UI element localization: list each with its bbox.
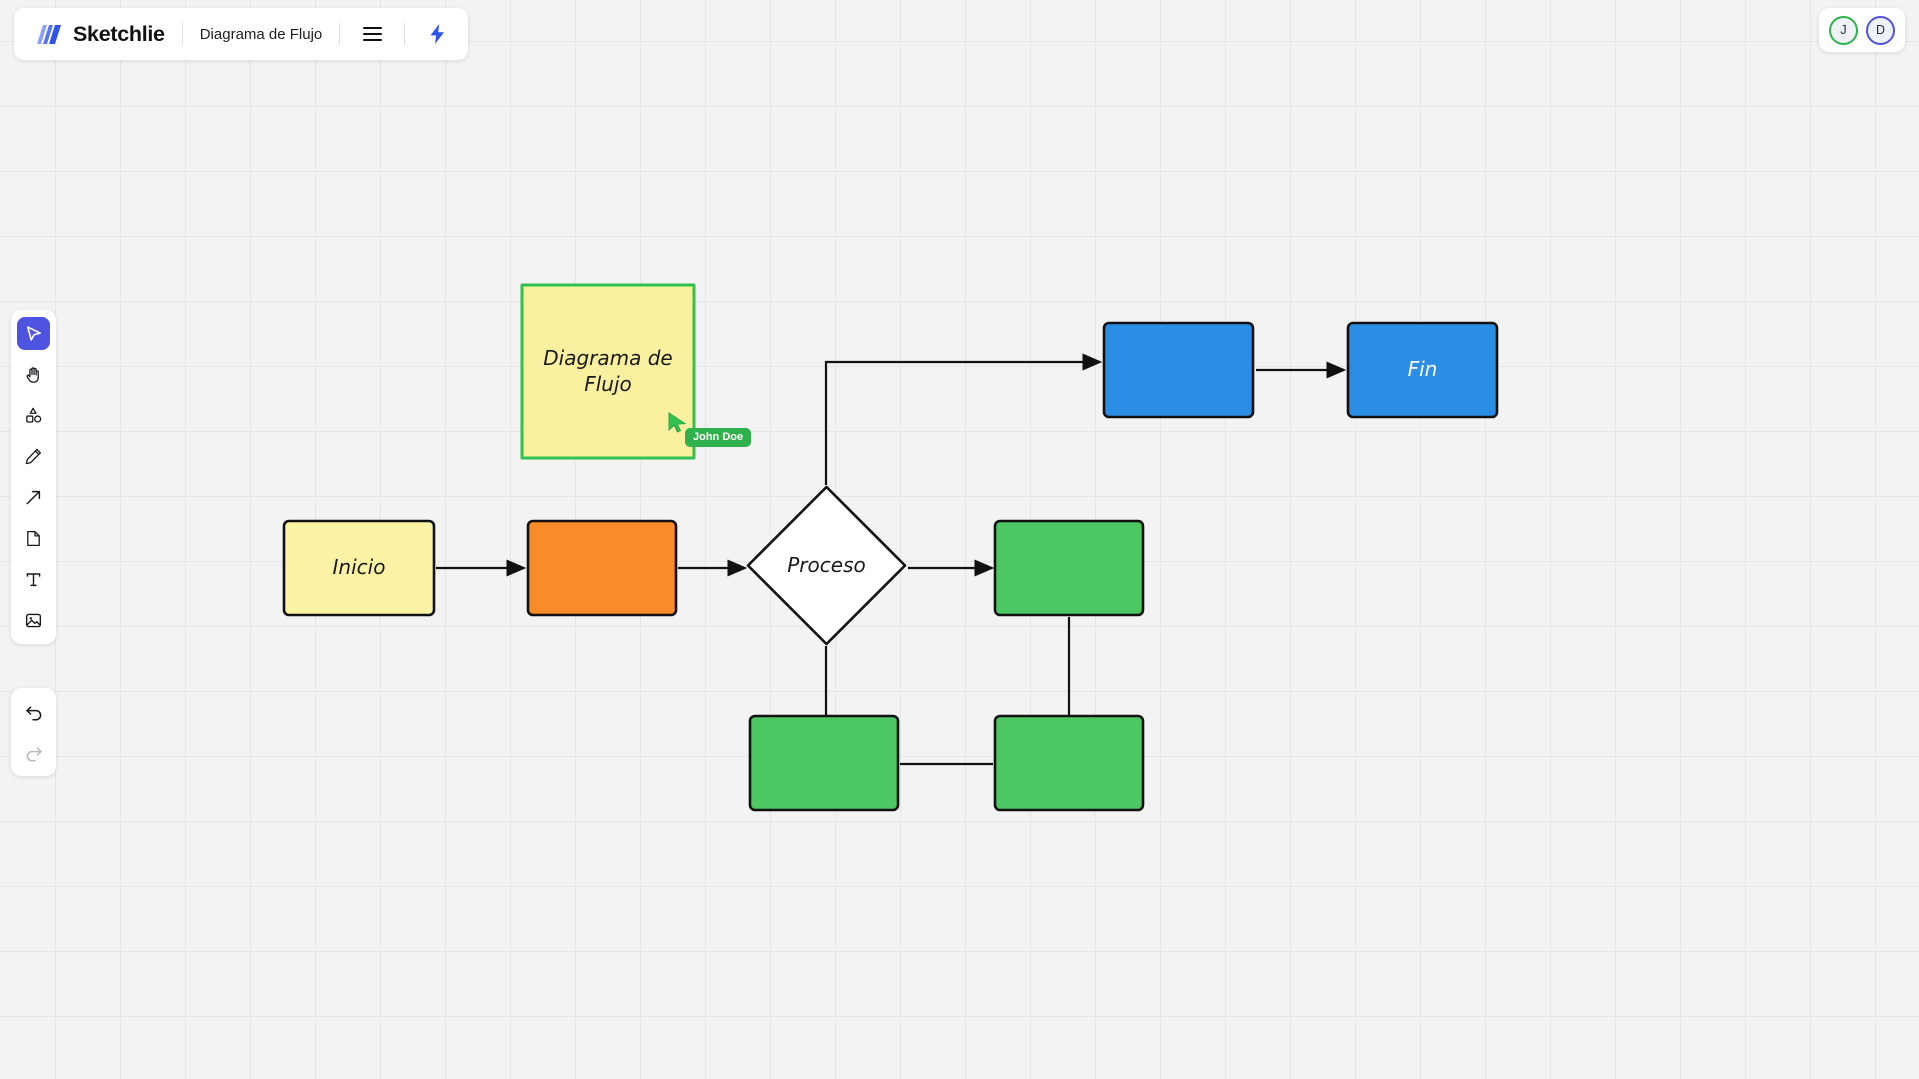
connector-proceso-to-blue[interactable] bbox=[824, 353, 1103, 485]
header-divider-1 bbox=[181, 23, 183, 45]
shape-inicio[interactable] bbox=[282, 519, 436, 617]
cursor-icon bbox=[26, 326, 41, 341]
lightning-bolt-icon bbox=[430, 24, 444, 44]
document-title[interactable]: Diagrama de Flujo bbox=[199, 25, 323, 43]
avatar-d[interactable]: D bbox=[1866, 15, 1895, 45]
image-icon bbox=[25, 613, 42, 628]
shape-green-right-top[interactable] bbox=[993, 519, 1145, 617]
hamburger-menu-button[interactable] bbox=[357, 19, 387, 49]
text-icon bbox=[26, 573, 41, 587]
shape-fin[interactable] bbox=[1346, 321, 1499, 419]
tool-pencil[interactable] bbox=[17, 440, 50, 473]
brand-name: Sketchlie bbox=[73, 21, 165, 46]
shapes-layer bbox=[282, 283, 1499, 812]
redo-button[interactable] bbox=[17, 736, 50, 769]
note-icon bbox=[27, 531, 40, 546]
undo-button[interactable] bbox=[17, 695, 50, 728]
arrow-icon bbox=[26, 490, 41, 505]
shape-sticky-note[interactable] bbox=[520, 283, 696, 460]
avatar-j[interactable]: J bbox=[1829, 15, 1858, 45]
shape-blue-step[interactable] bbox=[1102, 321, 1255, 419]
undo-icon bbox=[25, 705, 41, 721]
tool-image[interactable] bbox=[17, 604, 50, 637]
shape-green-bottom-right[interactable] bbox=[993, 714, 1145, 812]
avatar-initial: J bbox=[1840, 23, 1847, 37]
lightning-bolt-button[interactable] bbox=[422, 19, 452, 49]
redo-icon bbox=[26, 746, 42, 762]
connectors-layer bbox=[436, 353, 1347, 766]
history-panel bbox=[11, 688, 56, 776]
shape-proceso[interactable] bbox=[746, 485, 907, 646]
shape-orange-step[interactable] bbox=[526, 519, 678, 617]
tool-pan[interactable] bbox=[17, 358, 50, 391]
avatar-initial: D bbox=[1875, 23, 1886, 37]
shapes-icon bbox=[26, 407, 42, 423]
header-bar: Sketchlie Diagrama de Flujo bbox=[14, 8, 469, 60]
tool-arrow[interactable] bbox=[17, 481, 50, 514]
sketchlie-logo-icon[interactable] bbox=[32, 24, 62, 44]
tool-select[interactable] bbox=[17, 317, 50, 350]
tool-text[interactable] bbox=[17, 563, 50, 596]
header-divider-2 bbox=[339, 23, 341, 45]
pencil-icon bbox=[25, 448, 41, 465]
hamburger-menu-icon bbox=[362, 27, 382, 42]
shape-green-bottom-left[interactable] bbox=[748, 714, 900, 812]
hand-icon bbox=[26, 367, 39, 383]
tool-panel bbox=[11, 310, 56, 644]
collaborator-avatars: J D bbox=[1819, 8, 1905, 52]
tool-shapes[interactable] bbox=[17, 399, 50, 432]
tool-note[interactable] bbox=[17, 522, 50, 555]
header-divider-3 bbox=[404, 23, 406, 45]
